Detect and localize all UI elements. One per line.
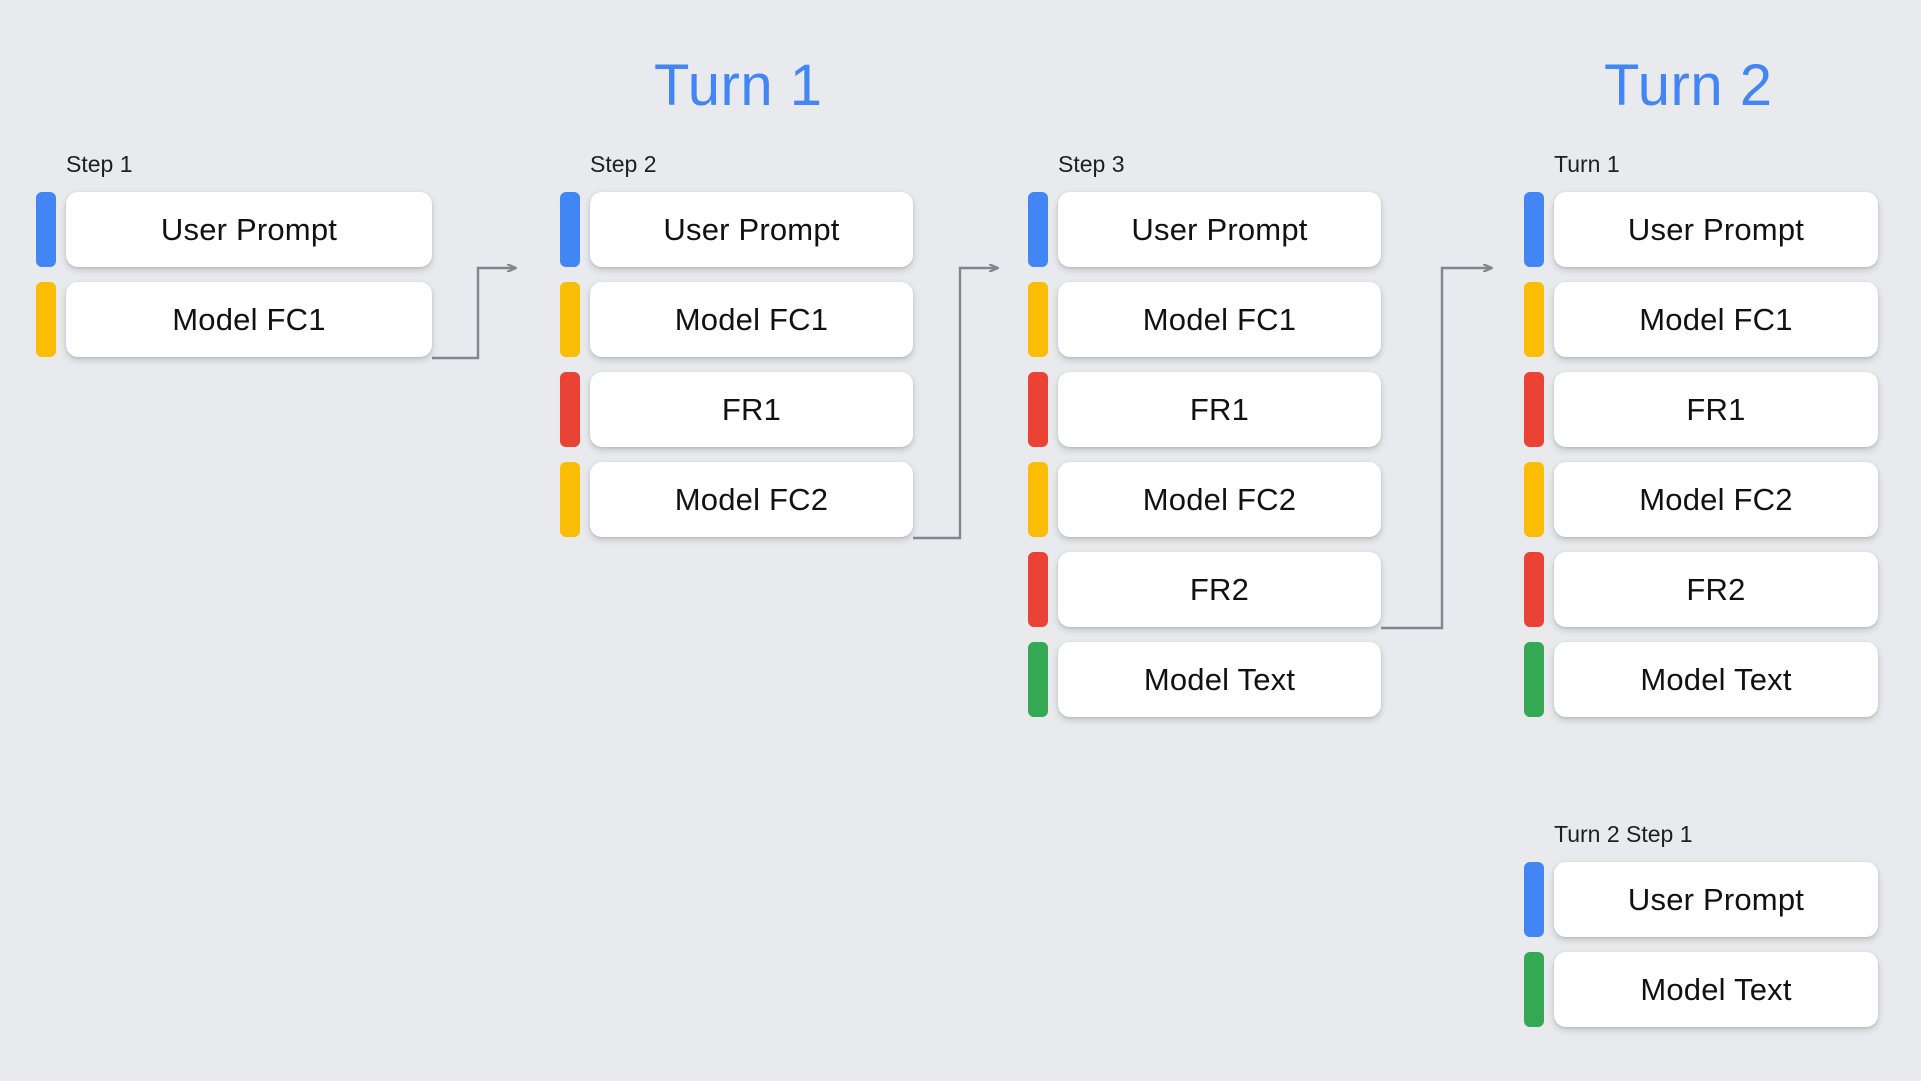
list-item[interactable]: User Prompt	[1028, 192, 1381, 267]
column-label-turn-2-step-1: Turn 2 Step 1	[1554, 821, 1693, 847]
card-label: FR1	[721, 392, 782, 427]
card-label: Model FC1	[1639, 302, 1793, 337]
card-fr1[interactable]: FR1	[590, 372, 913, 447]
card-label: Model FC1	[172, 302, 326, 337]
card-model-fc2[interactable]: Model FC2	[1554, 462, 1878, 537]
card-fr1[interactable]: FR1	[1058, 372, 1381, 447]
list-item[interactable]: User Prompt	[1524, 862, 1878, 937]
list-item[interactable]: FR2	[1524, 552, 1878, 627]
status-bar-model-fc	[1028, 462, 1048, 537]
connector-step2-to-step3	[913, 268, 998, 540]
card-label: Model FC1	[1142, 302, 1297, 337]
card-model-text[interactable]: Model Text	[1058, 642, 1381, 717]
card-user-prompt[interactable]: User Prompt	[590, 192, 913, 267]
card-label: User Prompt	[663, 212, 840, 247]
status-bar-function-response	[1028, 552, 1048, 627]
card-user-prompt[interactable]: User Prompt	[66, 192, 432, 267]
status-bar-user-prompt	[1524, 862, 1544, 937]
list-item[interactable]: Model FC2	[560, 462, 913, 537]
list-item[interactable]: FR2	[1028, 552, 1381, 627]
card-fr2[interactable]: FR2	[1554, 552, 1878, 627]
list-item[interactable]: Model FC2	[1524, 462, 1878, 537]
list-item[interactable]: FR1	[560, 372, 913, 447]
card-label: Model FC2	[674, 482, 829, 517]
connector-step3-to-turn1	[1381, 268, 1492, 630]
status-bar-model-fc	[1028, 282, 1048, 357]
status-bar-model-fc	[1524, 282, 1544, 357]
list-item[interactable]: Model Text	[1028, 642, 1381, 717]
status-bar-user-prompt	[560, 192, 580, 267]
status-bar-model-text	[1524, 952, 1544, 1027]
card-label: User Prompt	[1131, 212, 1308, 247]
card-model-fc1[interactable]: Model FC1	[1554, 282, 1878, 357]
card-label: Model Text	[1640, 662, 1792, 697]
column-turn-1: Turn 1 User Prompt Model FC1 FR1 Model F…	[1524, 153, 1878, 717]
list-item[interactable]: FR1	[1028, 372, 1381, 447]
card-label: Model Text	[1640, 972, 1792, 1007]
turn-1-title: Turn 1	[654, 53, 823, 118]
card-label: Model FC2	[1639, 482, 1793, 517]
connector-step1-to-step2	[432, 268, 516, 360]
card-label: User Prompt	[1627, 882, 1805, 917]
list-item[interactable]: Model FC1	[560, 282, 913, 357]
card-label: FR1	[1686, 392, 1746, 427]
list-item[interactable]: Model Text	[1524, 642, 1878, 717]
card-label: Model FC1	[674, 302, 829, 337]
card-fr2[interactable]: FR2	[1058, 552, 1381, 627]
card-label: Model FC2	[1142, 482, 1297, 517]
column-label-step-1: Step 1	[66, 151, 133, 177]
status-bar-function-response	[1524, 552, 1544, 627]
column-label-step-3: Step 3	[1058, 151, 1125, 177]
status-bar-function-response	[1028, 372, 1048, 447]
list-item[interactable]: User Prompt	[1524, 192, 1878, 267]
card-model-fc1[interactable]: Model FC1	[1058, 282, 1381, 357]
list-item[interactable]: Model FC2	[1028, 462, 1381, 537]
status-bar-user-prompt	[1028, 192, 1048, 267]
status-bar-model-text	[1028, 642, 1048, 717]
card-model-fc2[interactable]: Model FC2	[1058, 462, 1381, 537]
card-user-prompt[interactable]: User Prompt	[1554, 862, 1878, 937]
card-model-fc1[interactable]: Model FC1	[590, 282, 913, 357]
status-bar-model-fc	[560, 462, 580, 537]
list-item[interactable]: User Prompt	[560, 192, 913, 267]
status-bar-model-text	[1524, 642, 1544, 717]
card-label: User Prompt	[160, 212, 338, 247]
status-bar-function-response	[560, 372, 580, 447]
card-model-fc2[interactable]: Model FC2	[590, 462, 913, 537]
column-step-2: Step 2 User Prompt Model FC1 FR1 Model F…	[560, 153, 913, 537]
card-user-prompt[interactable]: User Prompt	[1058, 192, 1381, 267]
column-label-step-2: Step 2	[590, 151, 657, 177]
list-item[interactable]: Model FC1	[36, 282, 432, 357]
column-label-turn-1: Turn 1	[1554, 151, 1620, 177]
card-model-fc1[interactable]: Model FC1	[66, 282, 432, 357]
card-label: User Prompt	[1627, 212, 1805, 247]
column-turn-2-step-1: Turn 2 Step 1 User Prompt Model Text	[1524, 823, 1878, 1027]
list-item[interactable]: Model Text	[1524, 952, 1878, 1027]
list-item[interactable]: Model FC1	[1028, 282, 1381, 357]
card-user-prompt[interactable]: User Prompt	[1554, 192, 1878, 267]
card-label: Model Text	[1143, 662, 1296, 697]
column-step-3: Step 3 User Prompt Model FC1 FR1 Model F…	[1028, 153, 1381, 717]
list-item[interactable]: User Prompt	[36, 192, 432, 267]
card-fr1[interactable]: FR1	[1554, 372, 1878, 447]
card-label: FR1	[1189, 392, 1250, 427]
status-bar-function-response	[1524, 372, 1544, 447]
status-bar-model-fc	[1524, 462, 1544, 537]
status-bar-user-prompt	[1524, 192, 1544, 267]
status-bar-user-prompt	[36, 192, 56, 267]
card-model-text[interactable]: Model Text	[1554, 642, 1878, 717]
column-step-1: Step 1 User Prompt Model FC1	[36, 153, 432, 357]
card-label: FR2	[1189, 572, 1250, 607]
turn-2-title: Turn 2	[1604, 53, 1773, 118]
list-item[interactable]: Model FC1	[1524, 282, 1878, 357]
status-bar-model-fc	[36, 282, 56, 357]
status-bar-model-fc	[560, 282, 580, 357]
card-model-text[interactable]: Model Text	[1554, 952, 1878, 1027]
card-label: FR2	[1686, 572, 1746, 607]
list-item[interactable]: FR1	[1524, 372, 1878, 447]
